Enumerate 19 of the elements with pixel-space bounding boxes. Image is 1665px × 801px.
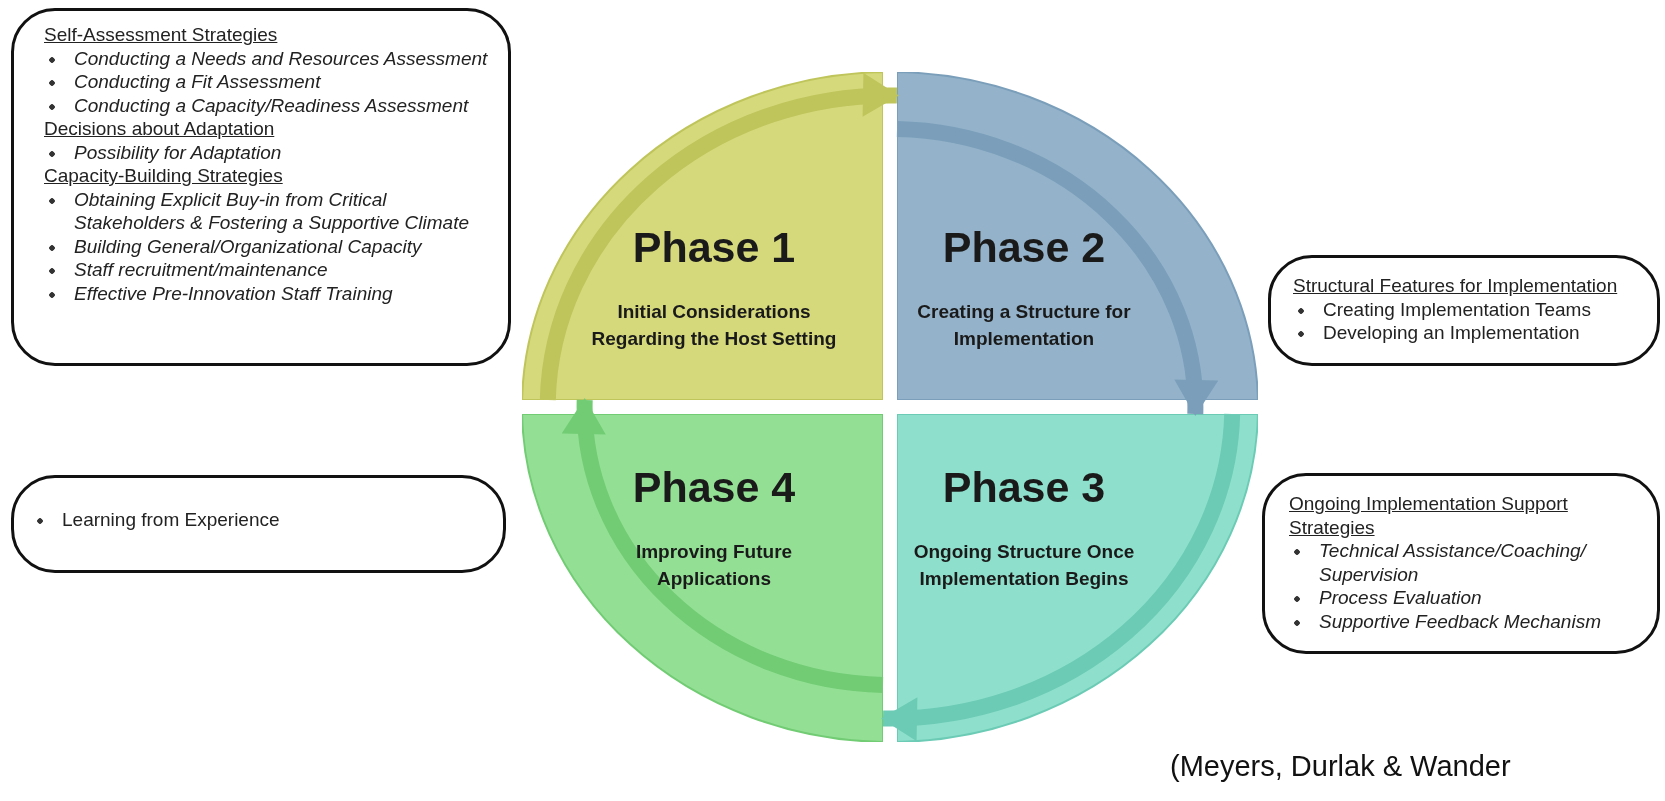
curved-arrow xyxy=(896,121,1216,416)
list-heading: Capacity-Building Strategies xyxy=(44,164,284,188)
list-heading: Decisions about Adaptation xyxy=(44,117,276,141)
phase-description: Creating a Structure for Implementation xyxy=(916,300,1132,351)
note-box xyxy=(11,8,511,366)
list-heading: Ongoing Implementation Support Strategies xyxy=(1289,492,1569,539)
list-heading: Self-Assessment Strategies xyxy=(44,23,279,47)
note-box xyxy=(1262,473,1660,654)
phase-heading: Phase 1 xyxy=(631,222,797,272)
phase-description: Ongoing Structure Once Implementation Begins xyxy=(912,540,1136,591)
phase-description: Improving Future Applications xyxy=(634,540,794,591)
phase-heading: Phase 2 xyxy=(941,222,1107,272)
note-box xyxy=(1268,255,1660,366)
curved-arrow xyxy=(564,398,884,693)
phase-heading: Phase 3 xyxy=(941,462,1107,512)
list-heading: Structural Features for Implementation xyxy=(1293,274,1619,298)
phase-heading: Phase 4 xyxy=(631,462,797,512)
citation: (Meyers, Durlak & Wander xyxy=(1170,750,1511,783)
phase-description: Initial Considerations Regarding the Host Setting xyxy=(590,300,838,351)
